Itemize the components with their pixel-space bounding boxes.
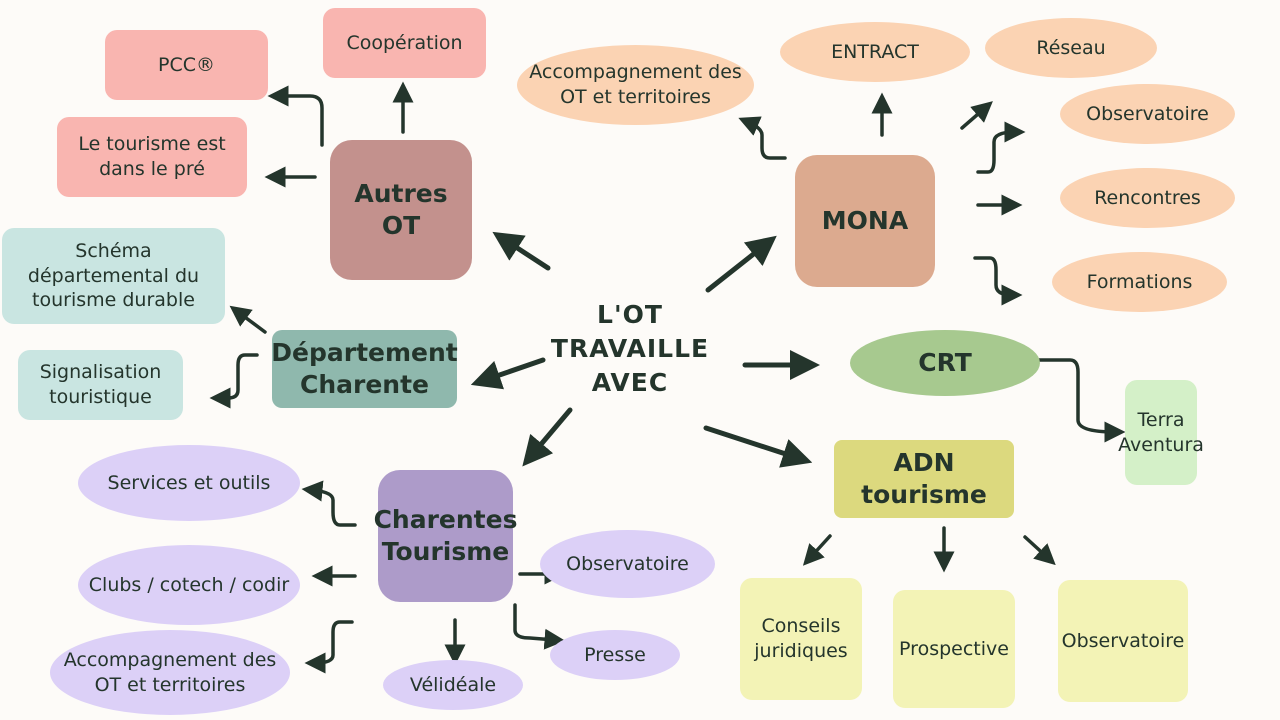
node-clubs[interactable]: Clubs / cotech / codir <box>78 545 300 625</box>
node-mona[interactable]: MONA <box>795 155 935 287</box>
node-crt[interactable]: CRT <box>850 330 1040 396</box>
node-presse[interactable]: Presse <box>550 630 680 680</box>
node-formations[interactable]: Formations <box>1052 252 1227 312</box>
central-line: TRAVAILLE <box>550 333 710 363</box>
node-entract[interactable]: ENTRACT <box>780 22 970 82</box>
node-signalisation[interactable]: Signalisation touristique <box>18 350 183 420</box>
central-line: L'OT <box>597 300 663 329</box>
node-mona-accompagnement[interactable]: Accompagnement des OT et territoires <box>517 45 754 125</box>
node-terra-aventura[interactable]: Terra Aventura <box>1118 380 1204 485</box>
node-rencontres[interactable]: Rencontres <box>1060 168 1235 228</box>
node-pcc[interactable]: PCC® <box>105 30 268 100</box>
node-ct-accompagnement[interactable]: Accompagnement des OT et territoires <box>50 630 290 715</box>
node-mona-observatoire[interactable]: Observatoire <box>1060 84 1235 144</box>
node-charentes-tourisme[interactable]: Charentes Tourisme <box>374 470 517 602</box>
node-departement[interactable]: Département Charente <box>271 330 458 408</box>
node-services[interactable]: Services et outils <box>78 445 300 521</box>
node-autres-ot[interactable]: Autres OT <box>330 140 472 280</box>
node-velideale[interactable]: Vélidéale <box>383 660 523 710</box>
node-tourisme-pre[interactable]: Le tourisme est dans le pré <box>57 117 247 197</box>
central-line: AVEC <box>591 367 669 397</box>
node-schema[interactable]: Schéma départemental du tourisme durable <box>2 228 225 324</box>
node-cooperation[interactable]: Coopération <box>323 8 486 78</box>
node-conseils[interactable]: Conseils juridiques <box>740 578 862 700</box>
node-reseau[interactable]: Réseau <box>985 18 1157 78</box>
node-adn[interactable]: ADN tourisme <box>834 440 1014 518</box>
node-ct-observatoire[interactable]: Observatoire <box>540 530 715 598</box>
node-prospective[interactable]: Prospective <box>893 590 1015 708</box>
node-adn-observatoire[interactable]: Observatoire <box>1058 580 1188 702</box>
central-topic: L'OT TRAVAILLE AVEC <box>545 298 715 399</box>
